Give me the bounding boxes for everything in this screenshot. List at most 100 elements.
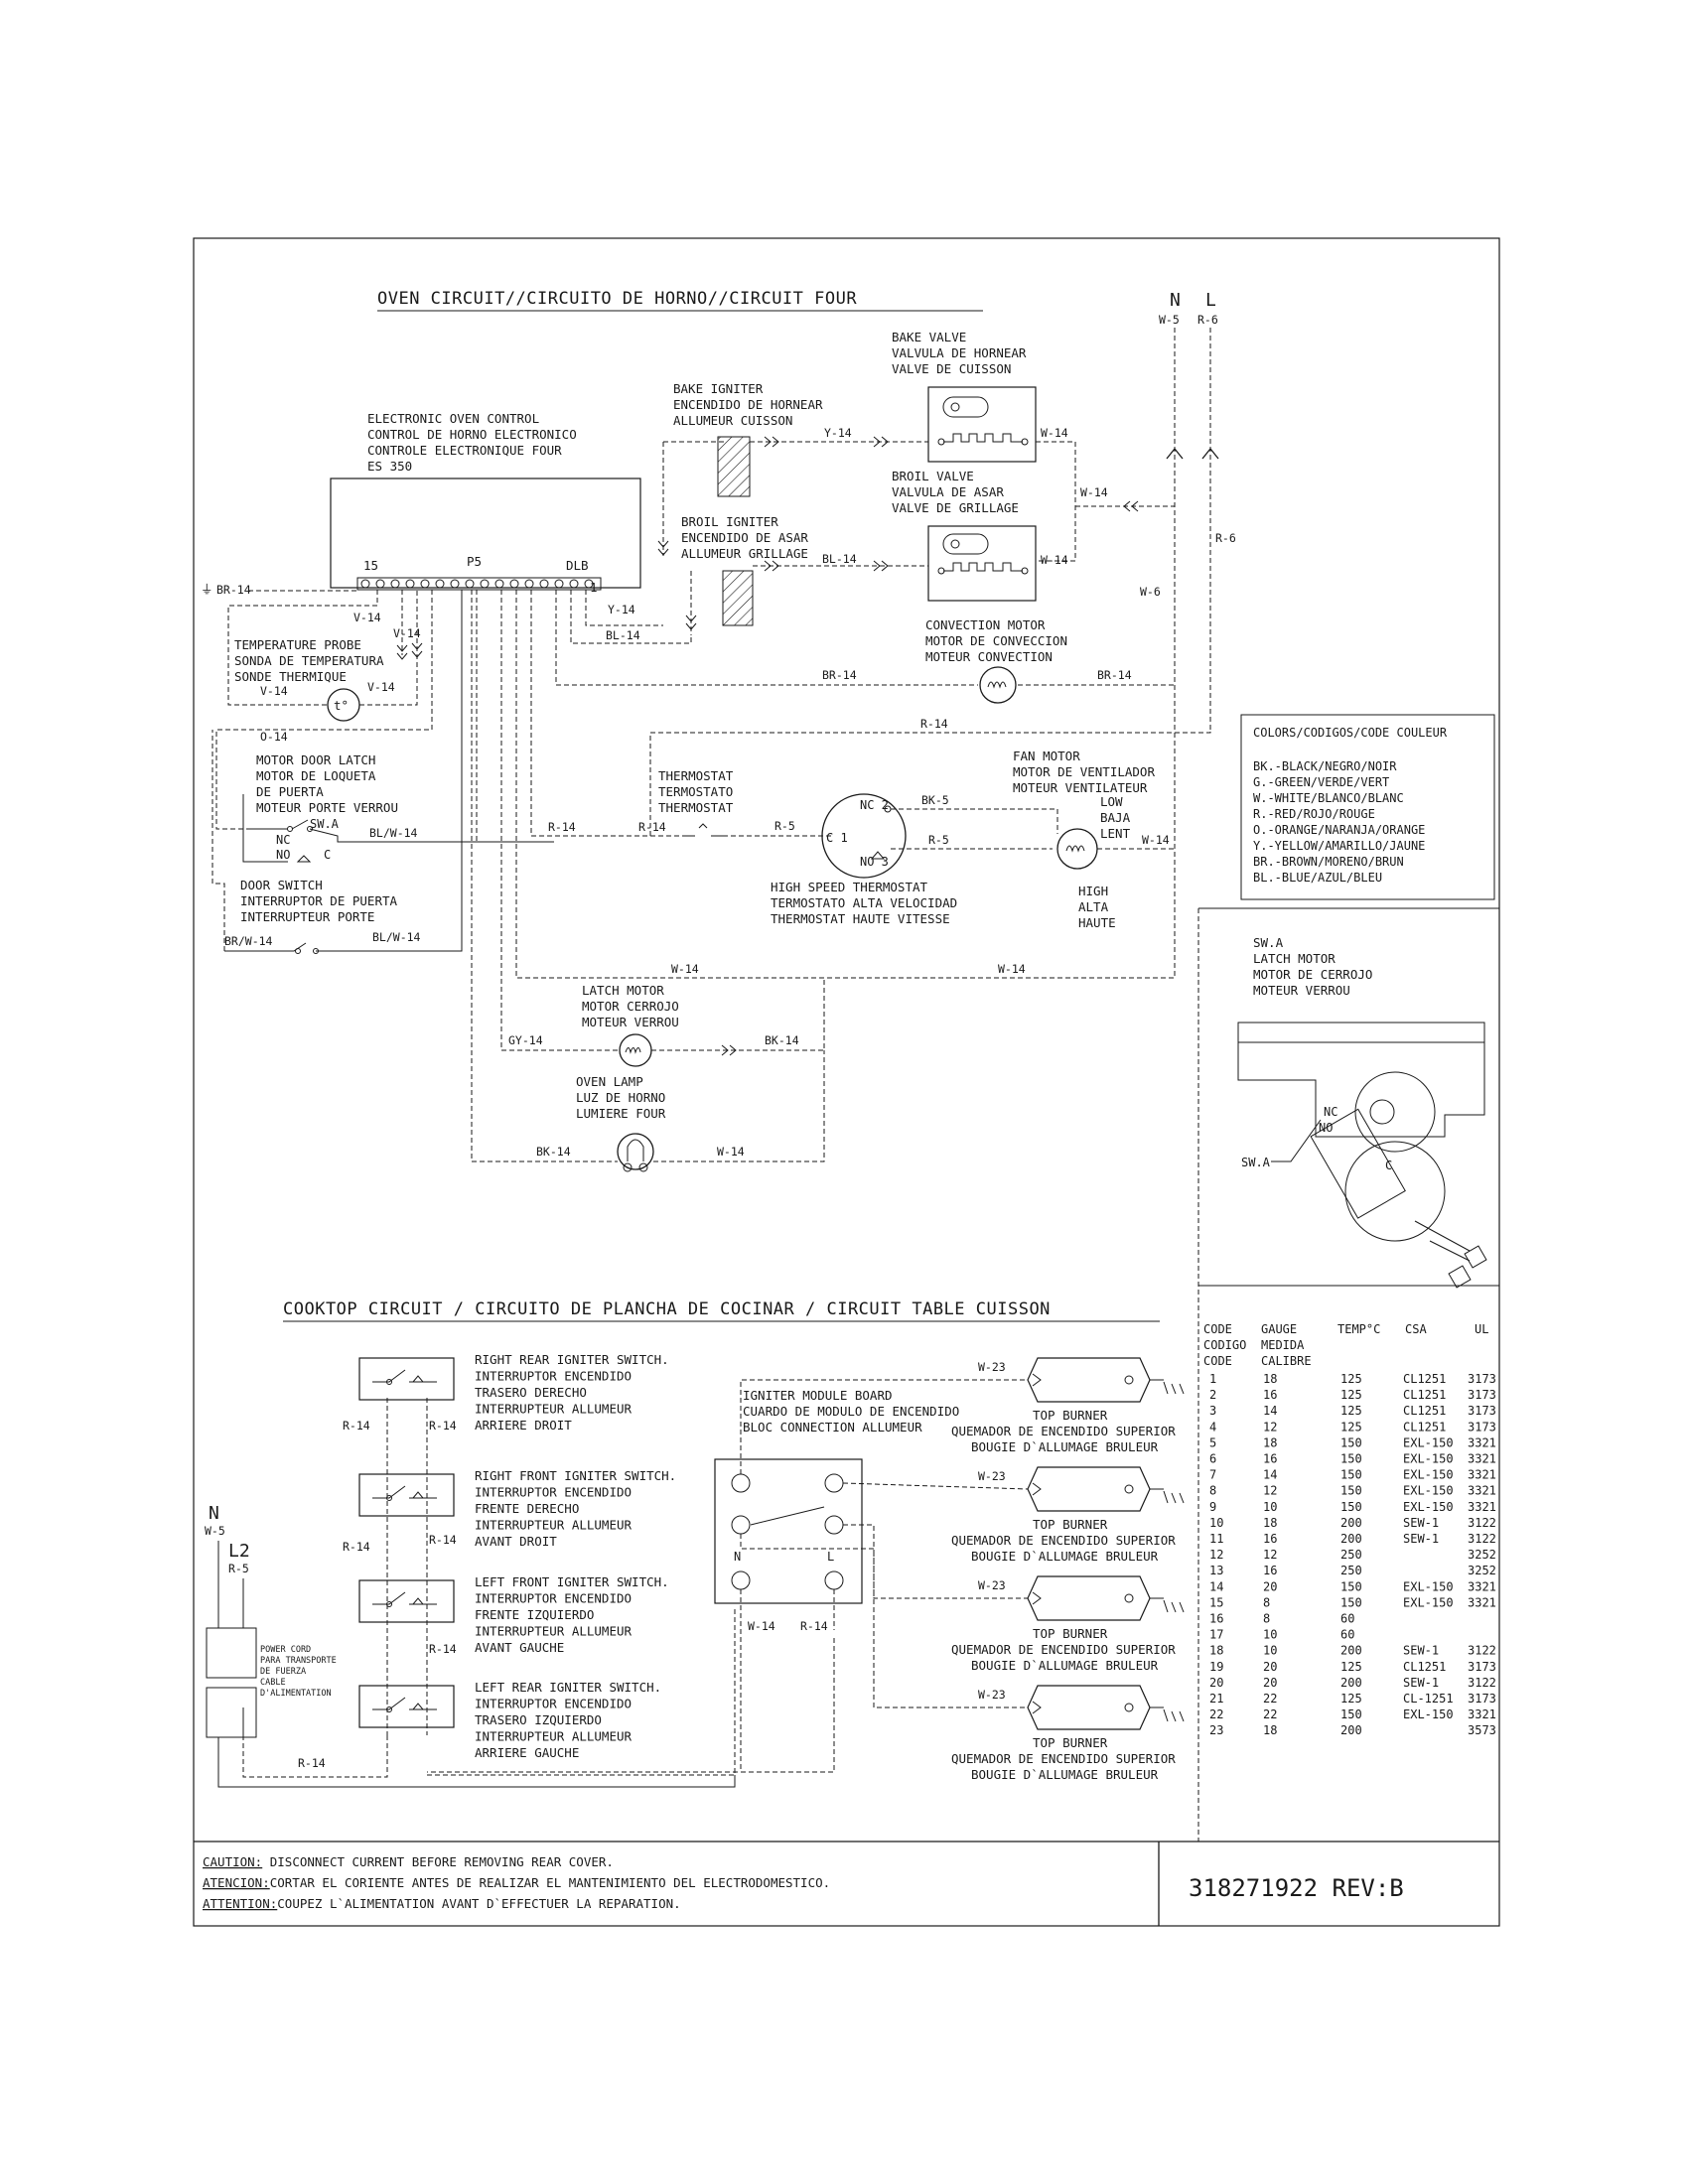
motor-door-latch: MOTOR DOOR LATCH MOTOR DE LOQUETA DE PUE… (256, 752, 398, 815)
wire-w14-lamp-label: W-14 (717, 1145, 745, 1159)
gauge-cell: 200 (1340, 1532, 1362, 1546)
terminal-pin (524, 579, 534, 589)
wire-w14-valves: W-14 (1080, 485, 1108, 499)
electronic-oven-control: ELECTRONIC OVEN CONTROL CONTROL DE HORNO… (330, 411, 641, 595)
gauge-cell: EXL-150 (1403, 1707, 1454, 1721)
svg-text:ENCENDIDO DE HORNEAR: ENCENDIDO DE HORNEAR (673, 397, 823, 412)
swa-c: C (324, 848, 331, 862)
svg-text:D'ALIMENTATION: D'ALIMENTATION (260, 1689, 332, 1699)
fan-motor: FAN MOTOR MOTOR DE VENTILADOR MOTEUR VEN… (1013, 749, 1155, 930)
gauge-cell: 3173 (1468, 1388, 1496, 1402)
igniter-switch-label: INTERRUPTOR ENCENDIDO (475, 1369, 632, 1384)
gauge-cell: 200 (1340, 1644, 1362, 1658)
gauge-cell: 20 (1263, 1579, 1277, 1593)
svg-text:THERMOSTAT HAUTE VITESSE: THERMOSTAT HAUTE VITESSE (771, 911, 950, 926)
gauge-cell: 17 (1209, 1628, 1223, 1642)
gauge-cell: 8 (1263, 1595, 1270, 1609)
gauge-cell: EXL-150 (1403, 1452, 1454, 1466)
swa-contact (287, 826, 293, 832)
gauge-cell: 3573 (1468, 1723, 1496, 1737)
svg-text:CUARDO DE MODULO DE ENCENDIDO: CUARDO DE MODULO DE ENCENDIDO (743, 1404, 959, 1419)
top-burner-label: QUEMADOR DE ENCENDIDO SUPERIOR (951, 1751, 1176, 1766)
gauge-col-gauge: CALIBRE (1261, 1354, 1312, 1368)
wire-w14-fan: W-14 (1142, 833, 1170, 847)
svg-text:LATCH MOTOR: LATCH MOTOR (1253, 951, 1336, 966)
svg-text:HAUTE: HAUTE (1078, 915, 1116, 930)
gauge-cell: 13 (1209, 1564, 1223, 1577)
top-burner-label: TOP BURNER (1033, 1626, 1108, 1641)
svg-text:OVEN LAMP: OVEN LAMP (576, 1074, 643, 1089)
gauge-cell: 125 (1340, 1660, 1362, 1674)
svg-text:CONTROLE ELECTRONIQUE FOUR: CONTROLE ELECTRONIQUE FOUR (367, 443, 562, 458)
svg-text:IGNITER MODULE BOARD: IGNITER MODULE BOARD (743, 1388, 893, 1403)
wire-r14-ct2: R-14 (429, 1419, 457, 1433)
oven-lamp: OVEN LAMP LUZ DE HORNO LUMIERE FOUR (576, 1074, 666, 1172)
wire-r5b-label: R-5 (928, 833, 949, 847)
svg-text:LOW: LOW (1100, 794, 1123, 809)
top-burner-label: BOUGIE D`ALLUMAGE BRULEUR (971, 1658, 1159, 1673)
pin-15: 15 (363, 558, 378, 573)
terminal-pin (494, 579, 504, 589)
gauge-cell: 16 (1263, 1388, 1277, 1402)
color-code-item: BR.-BROWN/MORENO/BRUN (1253, 855, 1404, 869)
igniter-switch-label: INTERRUPTOR ENCENDIDO (475, 1485, 632, 1500)
gauge-cell: 3122 (1468, 1676, 1496, 1690)
gauge-cell: 3122 (1468, 1532, 1496, 1546)
gauge-cell: 10 (1263, 1644, 1277, 1658)
cooktop-circuit-title: COOKTOP CIRCUIT / CIRCUITO DE PLANCHA DE… (283, 1299, 1051, 1319)
probe-wire-a (227, 590, 378, 706)
wire-brw14: BR/W-14 (224, 934, 273, 948)
terminal-pin (450, 579, 460, 589)
top-burner-label: QUEMADOR DE ENCENDIDO SUPERIOR (951, 1642, 1176, 1657)
svg-text:MOTEUR VERROU: MOTEUR VERROU (1253, 983, 1350, 998)
gauge-cell: 150 (1340, 1452, 1362, 1466)
igniter-switch-label: RIGHT REAR IGNITER SWITCH. (475, 1352, 669, 1367)
wire-br14-left: BR-14 (822, 668, 857, 682)
svg-text:CONTROL DE HORNO ELECTRONICO: CONTROL DE HORNO ELECTRONICO (367, 427, 577, 442)
igniter-switch-label: INTERRUPTOR ENCENDIDO (475, 1591, 632, 1606)
igniter-switch: RIGHT FRONT IGNITER SWITCH.INTERRUPTOR E… (358, 1468, 676, 1549)
n-connector (1166, 447, 1184, 460)
chevrons-broil-left (685, 614, 697, 630)
part-number: 318271922 REV:B (1189, 1874, 1404, 1902)
wire-r6-side: R-6 (1215, 531, 1236, 545)
gauge-cell: 150 (1340, 1500, 1362, 1514)
wire-bk14-latch-label: BK-14 (765, 1033, 799, 1047)
l-connector (1201, 447, 1219, 460)
gauge-cell: 125 (1340, 1388, 1362, 1402)
gauge-cell: 14 (1209, 1579, 1223, 1593)
wire-label: W-23 (978, 1578, 1006, 1592)
svg-text:NC: NC (1324, 1105, 1337, 1119)
wire-r14-ct3: R-14 (343, 1540, 370, 1554)
gauge-cell: CL1251 (1403, 1372, 1446, 1386)
svg-text:COLORS/CODIGOS/CODE COULEUR: COLORS/CODIGOS/CODE COULEUR (1253, 726, 1448, 740)
gauge-cell: 20 (1209, 1676, 1223, 1690)
gauge-cell: 2 (1209, 1388, 1216, 1402)
high-speed-thermostat: NC 2 C 1 NO 3 HIGH SPEED THERMOSTAT TERM… (771, 793, 957, 926)
svg-text:LENT: LENT (1100, 826, 1131, 841)
wire-r14-loop (530, 590, 650, 837)
svg-text:LUMIERE FOUR: LUMIERE FOUR (576, 1106, 666, 1121)
gauge-cell: 3173 (1468, 1404, 1496, 1418)
svg-text:CONVECTION MOTOR: CONVECTION MOTOR (925, 617, 1046, 632)
footer-warnings: CAUTION: DISCONNECT CURRENT BEFORE REMOV… (203, 1854, 830, 1911)
gauge-cell: 22 (1209, 1707, 1223, 1721)
gauge-cell: 5 (1209, 1435, 1216, 1449)
gauge-col-code: CODE (1203, 1354, 1232, 1368)
gauge-cell: 125 (1340, 1404, 1362, 1418)
igniter-switch-label: FRENTE DERECHO (475, 1501, 579, 1516)
wire-w14-broil: W-14 (1041, 553, 1068, 567)
gauge-cell: 3122 (1468, 1644, 1496, 1658)
svg-text:ES 350: ES 350 (367, 459, 412, 474)
gauge-cell: EXL-150 (1403, 1579, 1454, 1593)
chevrons-bl14 (764, 560, 889, 572)
bake-valve-return (1036, 441, 1076, 562)
gauge-cell: 3321 (1468, 1484, 1496, 1498)
